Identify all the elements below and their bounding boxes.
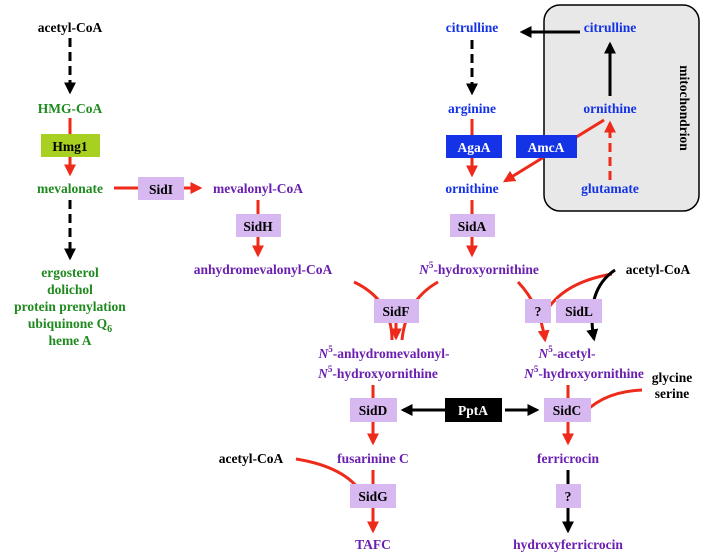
enzyme-sidI: SidI [149,182,173,197]
n5-prefix: N [418,262,430,277]
metabolite-hydroxyferricrocin: hydroxyferricrocin [513,537,623,552]
n5-prefix-a2: N [317,366,329,381]
enzyme-sidD-box [350,398,397,422]
metabolite-mevalonate: mevalonate [37,181,103,196]
metabolite-acetyl-coa-left: acetyl-CoA [219,451,284,466]
enzyme-sidF-box [374,299,419,323]
n5-sup-b2: 5 [534,364,539,374]
mitochondrion-compartment [543,4,700,212]
enzyme-sidI-box [138,177,184,200]
enzyme-sidC-box [544,398,591,422]
metabolite-n5-acetyl-line2: N5-hydroxyornithine [523,364,644,381]
n5-prefix-a1: N [317,346,329,361]
metabolite-heme-a: heme A [48,333,91,348]
enzyme-agaA-box [446,135,502,158]
n5-sup-a1: 5 [328,344,333,354]
metabolite-ergosterol: ergosterol [41,265,99,280]
n5-prefix-b2: N [523,366,535,381]
enzyme-unknown2: ? [565,489,572,504]
enzyme-unknown2-box [556,484,581,508]
metabolite-mevalonyl-coa: mevalonyl-CoA [213,181,303,196]
metabolite-acetyl-coa-right: acetyl-CoA [626,262,691,277]
metabolite-serine: serine [655,386,690,401]
metabolite-citrulline-cyto: citrulline [446,20,499,35]
enzyme-pptA: PptA [458,403,488,418]
enzyme-sidF: SidF [382,304,409,319]
enzyme-pptA-box [445,398,502,422]
metabolite-n5-acetyl-line1: N5-acetyl- [538,344,596,361]
enzyme-sidL-box [556,299,602,323]
metabolite-ubiquinone: ubiquinone Q6 [28,316,112,335]
enzyme-amcA: AmcA [528,140,565,155]
metabolite-dolichol: dolichol [47,282,93,297]
enzyme-sidL: SidL [565,304,593,319]
n5-sup-b1: 5 [548,344,553,354]
enzyme-sidA-box [450,214,495,237]
enzyme-hmg1: Hmg1 [52,139,87,154]
metabolite-protein-prenylation: protein prenylation [14,299,126,314]
metabolite-citrulline-mito: citrulline [584,20,637,35]
ubiquinone-text: ubiquinone Q [28,316,107,331]
enzyme-unknown1: ? [535,304,542,319]
metabolite-n5-anhydromevalonyl-line2: N5-hydroxyornithine [317,364,438,381]
metabolite-ferricrocin: ferricrocin [537,451,599,466]
acetyl-line2-tail: -hydroxyornithine [538,366,644,381]
metabolite-hmg-coa: HMG-CoA [38,101,103,116]
enzyme-agaA: AgaA [458,140,491,155]
acetyl-line1-tail: -acetyl- [553,346,596,361]
enzyme-unknown1-box [525,299,551,323]
n5-superscript: 5 [429,260,434,270]
metabolite-glycine: glycine [652,370,693,385]
metabolite-tafc: TAFC [355,537,391,552]
enzyme-sidG-box [350,484,396,508]
ubiquinone-subscript: 6 [107,324,112,335]
metabolite-anhydromevalonyl-coa: anhydromevalonyl-CoA [194,262,333,277]
enzyme-sidH: SidH [243,219,273,234]
metabolite-n5-hydroxyornithine: N5-hydroxyornithine [418,260,539,277]
enzyme-sidC: SidC [553,403,582,418]
arrow-acetylcoa-into-sidL [586,268,616,342]
enzyme-sidA: SidA [458,219,487,234]
enzyme-sidG: SidG [358,489,388,504]
metabolite-glutamate: glutamate [581,181,639,196]
enzyme-sidH-box [236,214,281,237]
mitochondrion-label: mitochondrion [677,65,692,151]
metabolite-arginine: arginine [448,101,496,116]
n5-hydroxyornithine-tail: -hydroxyornithine [433,262,539,277]
anhydro-line1-tail: -anhydromevalonyl- [333,346,450,361]
metabolite-fusarinine-c: fusarinine C [337,451,409,466]
metabolite-acetyl-coa-top: acetyl-CoA [38,20,103,35]
n5-sup-a2: 5 [328,364,333,374]
anhydro-line2-tail: -hydroxyornithine [332,366,438,381]
n5-prefix-b1: N [538,346,550,361]
enzyme-sidD: SidD [359,403,388,418]
enzyme-amcA-box [516,135,577,158]
metabolite-ornithine-mito: ornithine [583,101,636,116]
metabolite-n5-anhydromevalonyl-line1: N5-anhydromevalonyl- [317,344,449,361]
enzyme-hmg1-box [41,134,100,157]
metabolite-ornithine-cyto: ornithine [445,181,498,196]
